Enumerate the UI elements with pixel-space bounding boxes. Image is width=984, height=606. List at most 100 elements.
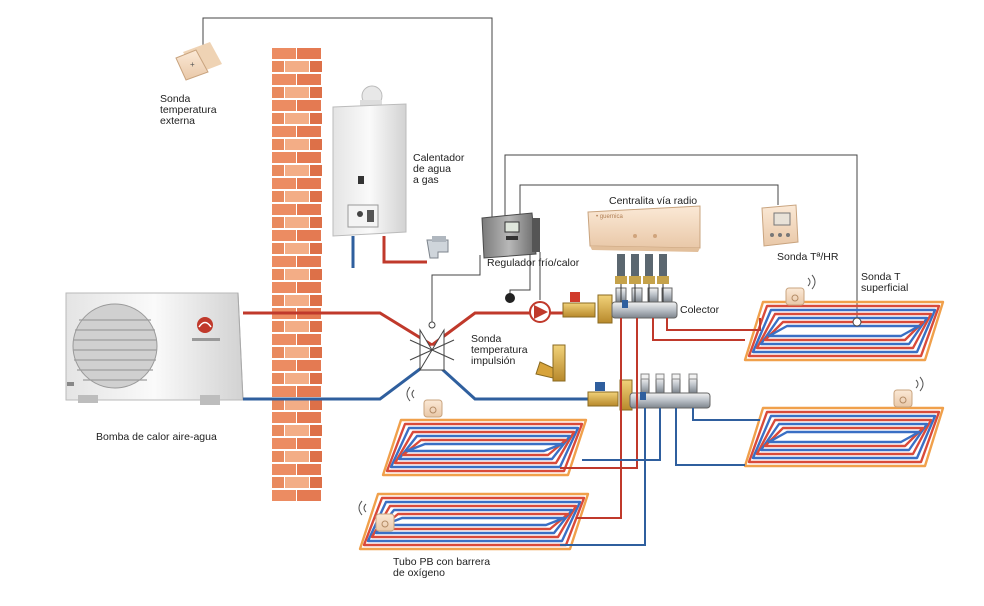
brick — [285, 321, 309, 332]
collector-label: Colector — [680, 304, 720, 316]
brick — [272, 139, 284, 150]
room-thermostat-2 — [893, 376, 924, 408]
brick — [310, 113, 322, 124]
radio-unit-label: Centralita vía radio — [609, 195, 698, 207]
brick — [272, 230, 296, 241]
brick — [310, 61, 322, 72]
brick — [285, 295, 309, 306]
brick — [272, 191, 284, 202]
svg-text:• guernica: • guernica — [596, 214, 623, 220]
flow-temperature-sensor — [505, 293, 515, 303]
brick — [297, 256, 321, 267]
pipe-label: Tubo PB con barrera de oxígeno — [393, 556, 491, 579]
brick — [285, 113, 309, 124]
brick — [285, 139, 309, 150]
brick — [285, 399, 309, 410]
brick — [272, 256, 296, 267]
floor-coil — [743, 406, 945, 468]
brick — [272, 334, 296, 345]
brick — [272, 74, 296, 85]
water-heater-label: Calentador de agua a gas — [413, 152, 465, 186]
brick — [272, 204, 296, 215]
brick — [272, 295, 284, 306]
brick — [272, 152, 296, 163]
brick — [272, 282, 296, 293]
brick — [272, 165, 284, 176]
brick — [310, 477, 322, 488]
collector-port — [647, 287, 659, 303]
brick — [310, 139, 322, 150]
brick — [272, 321, 284, 332]
brick — [297, 204, 321, 215]
brick — [285, 243, 309, 254]
brick — [297, 74, 321, 85]
brick — [272, 477, 284, 488]
circuit-pipes — [560, 318, 761, 546]
brick — [297, 360, 321, 371]
brick — [285, 425, 309, 436]
brick — [272, 217, 284, 228]
brick — [297, 334, 321, 345]
svg-text:+: + — [190, 60, 195, 69]
brick — [272, 178, 296, 189]
heat-pump-label: Bomba de calor aire-agua — [96, 431, 217, 443]
gas-water-heater — [332, 85, 449, 268]
regulator-device — [481, 212, 540, 259]
brick — [272, 451, 284, 462]
brick — [272, 100, 296, 111]
heat-pump-unit — [65, 292, 244, 405]
surface-sensor-label: Sonda T superficial — [861, 271, 909, 294]
collector-port — [640, 377, 650, 394]
brick — [310, 295, 322, 306]
brick — [272, 438, 296, 449]
brick — [310, 191, 322, 202]
bypass-valve — [535, 344, 566, 382]
brick — [297, 386, 321, 397]
brick — [285, 87, 309, 98]
room-thermostat-3 — [406, 386, 443, 418]
floor-coil — [381, 418, 588, 477]
radio-central-unit: • guernica — [587, 205, 701, 302]
brick — [310, 165, 322, 176]
brick-wall — [272, 48, 322, 501]
brick — [297, 490, 321, 501]
brick — [272, 425, 284, 436]
brick — [297, 152, 321, 163]
primary-pipes — [243, 311, 595, 401]
brick — [297, 100, 321, 111]
circulation-pump — [529, 301, 551, 323]
brick — [285, 373, 309, 384]
brick — [310, 451, 322, 462]
brick — [272, 464, 296, 475]
brick — [310, 321, 322, 332]
brick — [272, 48, 296, 59]
brick — [310, 243, 322, 254]
return-valve — [587, 379, 633, 411]
collector-port — [655, 377, 665, 394]
brick — [272, 269, 284, 280]
brick — [272, 399, 284, 410]
room-thermostat-4 — [358, 500, 395, 532]
brick — [297, 438, 321, 449]
floor-heating-circuits — [358, 300, 945, 551]
brick — [285, 165, 309, 176]
brick — [297, 412, 321, 423]
collector-port — [688, 377, 698, 394]
manifold-collector — [611, 287, 711, 409]
brick — [285, 347, 309, 358]
brick — [272, 126, 296, 137]
regulator-label: Regulador frío/calor — [487, 257, 580, 269]
brick — [310, 373, 322, 384]
brick — [272, 347, 284, 358]
surface-sensor-point — [852, 317, 862, 327]
brick — [285, 477, 309, 488]
collector-port — [631, 287, 643, 303]
mixing-valve — [409, 321, 455, 371]
brick — [272, 243, 284, 254]
brick — [310, 347, 322, 358]
brick — [272, 360, 296, 371]
brick — [297, 282, 321, 293]
flow-sensor-label: Sonda temperatura impulsión — [471, 333, 528, 367]
